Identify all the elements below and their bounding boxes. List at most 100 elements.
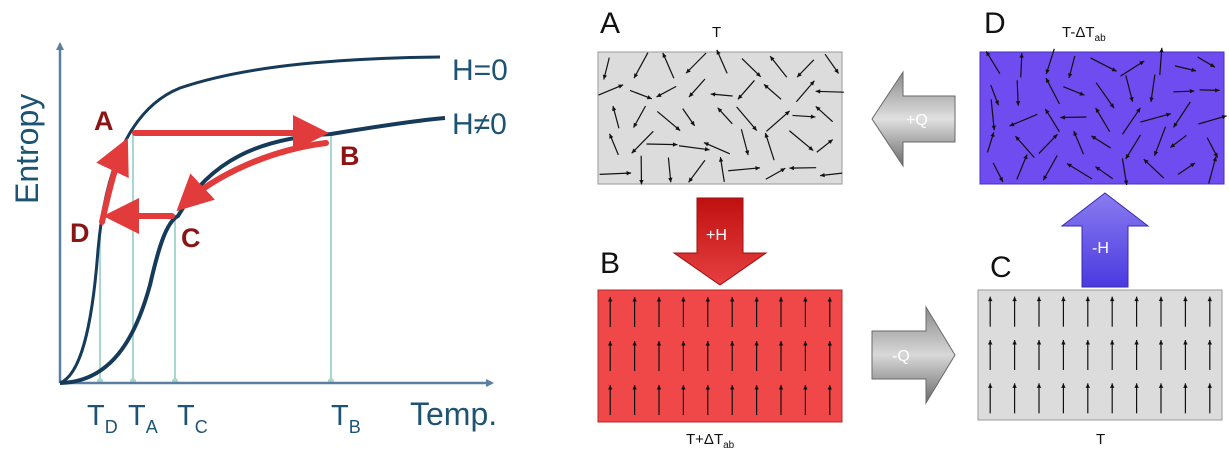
panel-a-box — [597, 51, 843, 185]
spin-arrow-head — [703, 142, 709, 147]
tick-label-td: TD — [87, 400, 118, 437]
spin-arrow-head — [1085, 296, 1090, 302]
curve-label-h-zero: H=0 — [452, 54, 508, 87]
spin-arrow-head — [815, 89, 821, 94]
arrow-minus-h: -H — [1060, 192, 1150, 288]
spin-arrow-head — [988, 383, 993, 388]
arrow-plus-h: +H — [672, 197, 768, 286]
spin-arrow-head — [808, 146, 814, 151]
spin-arrow-head — [656, 92, 662, 97]
spin-arrow — [1140, 113, 1172, 123]
panel-d-spins — [985, 47, 1227, 186]
spin-arrow-head — [1012, 340, 1017, 345]
spin-arrow-head — [755, 72, 761, 77]
spin-arrow-head — [764, 132, 769, 138]
spin-arrow-head — [690, 120, 695, 126]
spin-arrow-head — [988, 296, 993, 302]
spin-arrow-head — [631, 148, 637, 154]
spin-arrow-head — [632, 341, 637, 346]
spin-arrow-head — [1111, 67, 1117, 72]
arrow-b-to-c — [176, 140, 329, 212]
spin-arrow-head — [730, 385, 735, 390]
panel-b-temp: T+ΔTab — [686, 431, 735, 451]
spin-arrow — [1153, 126, 1167, 157]
spin-arrow-head — [1085, 340, 1090, 345]
spin-arrow-head — [827, 385, 832, 390]
spin-arrow-head — [608, 341, 613, 346]
panel-a-letter: A — [600, 7, 620, 40]
spin-arrow-head — [717, 107, 723, 113]
spin-arrow-head — [1019, 53, 1024, 58]
spin-arrow-head — [688, 92, 694, 98]
spin-arrow-head — [632, 297, 637, 302]
spin-arrow-head — [778, 341, 784, 346]
spin-arrow-head — [634, 73, 639, 79]
spin-arrow-head — [1066, 163, 1072, 168]
spin-arrow-head — [1009, 122, 1015, 127]
spin-arrow-head — [1215, 88, 1220, 93]
y-axis-label: Entropy — [9, 94, 45, 204]
spin-arrow-head — [1110, 340, 1115, 345]
spin-arrow-head — [1173, 122, 1178, 128]
spin-arrow-head — [1123, 180, 1129, 186]
spin-arrow-head — [705, 297, 710, 302]
spin-arrow-head — [1191, 67, 1197, 72]
entropy-graph: A B C D H=0 H≠0 Entropy Temp. TD TA TC T… — [9, 42, 508, 437]
spin-arrow — [1095, 82, 1115, 109]
spin-arrow-head — [675, 126, 681, 131]
spin-arrow-head — [618, 84, 624, 89]
panel-b-box — [597, 289, 843, 423]
spin-arrow — [1016, 154, 1028, 180]
spin-arrow-head — [1158, 296, 1164, 302]
spin-arrow — [703, 141, 731, 155]
spin-arrow-head — [639, 179, 644, 185]
spin-arrow-head — [834, 68, 839, 74]
spin-arrow-head — [827, 139, 833, 145]
spin-arrow-head — [1052, 134, 1058, 140]
spin-arrow-head — [1129, 96, 1134, 102]
spin-arrow-head — [730, 341, 735, 346]
spin-arrow-head — [1158, 383, 1164, 388]
spin-arrow-head — [770, 56, 775, 62]
spin-arrow-head — [1036, 340, 1042, 345]
spin-arrow — [1045, 77, 1061, 105]
spin-arrow — [599, 172, 632, 176]
spin-arrow — [1120, 60, 1145, 77]
spin-arrow-head — [827, 297, 832, 302]
spin-arrow-head — [716, 49, 721, 55]
panel-b-letter: B — [600, 247, 620, 280]
spin-arrow-head — [632, 385, 637, 390]
spin-arrow — [764, 132, 775, 161]
spin-arrow-head — [1061, 383, 1066, 388]
spin-arrow-head — [820, 172, 825, 178]
spin-arrow-head — [1015, 101, 1021, 106]
spin-arrow-head — [608, 297, 613, 302]
spin-arrow-head — [705, 385, 710, 390]
spin-arrow-head — [809, 80, 815, 86]
spin-arrow-head — [1060, 115, 1065, 120]
spin-arrow — [1066, 162, 1093, 180]
point-label-a: A — [94, 106, 114, 136]
spin-arrow — [1208, 156, 1217, 184]
spin-arrow — [685, 52, 707, 74]
spin-arrow-head — [656, 385, 662, 390]
spin-arrow-head — [609, 133, 614, 139]
spin-arrow-head — [662, 52, 667, 58]
spin-arrow-head — [1109, 103, 1115, 109]
spin-arrow-head — [803, 341, 808, 346]
panel-a-temp: T — [712, 24, 721, 41]
spin-arrow — [1172, 101, 1191, 128]
spin-arrow-head — [1136, 107, 1141, 113]
spin-arrow — [656, 110, 681, 132]
spin-arrow-head — [988, 340, 993, 345]
spin-arrow-head — [1023, 154, 1028, 160]
spin-arrow-head — [1183, 340, 1188, 345]
spin-arrow-head — [1221, 114, 1227, 120]
spin-arrow — [766, 110, 791, 132]
spin-arrow-head — [754, 297, 759, 302]
spin-arrow-head — [1085, 383, 1090, 388]
spin-arrow — [1159, 47, 1163, 76]
spin-arrow — [1121, 107, 1141, 135]
spin-arrow — [646, 143, 678, 146]
